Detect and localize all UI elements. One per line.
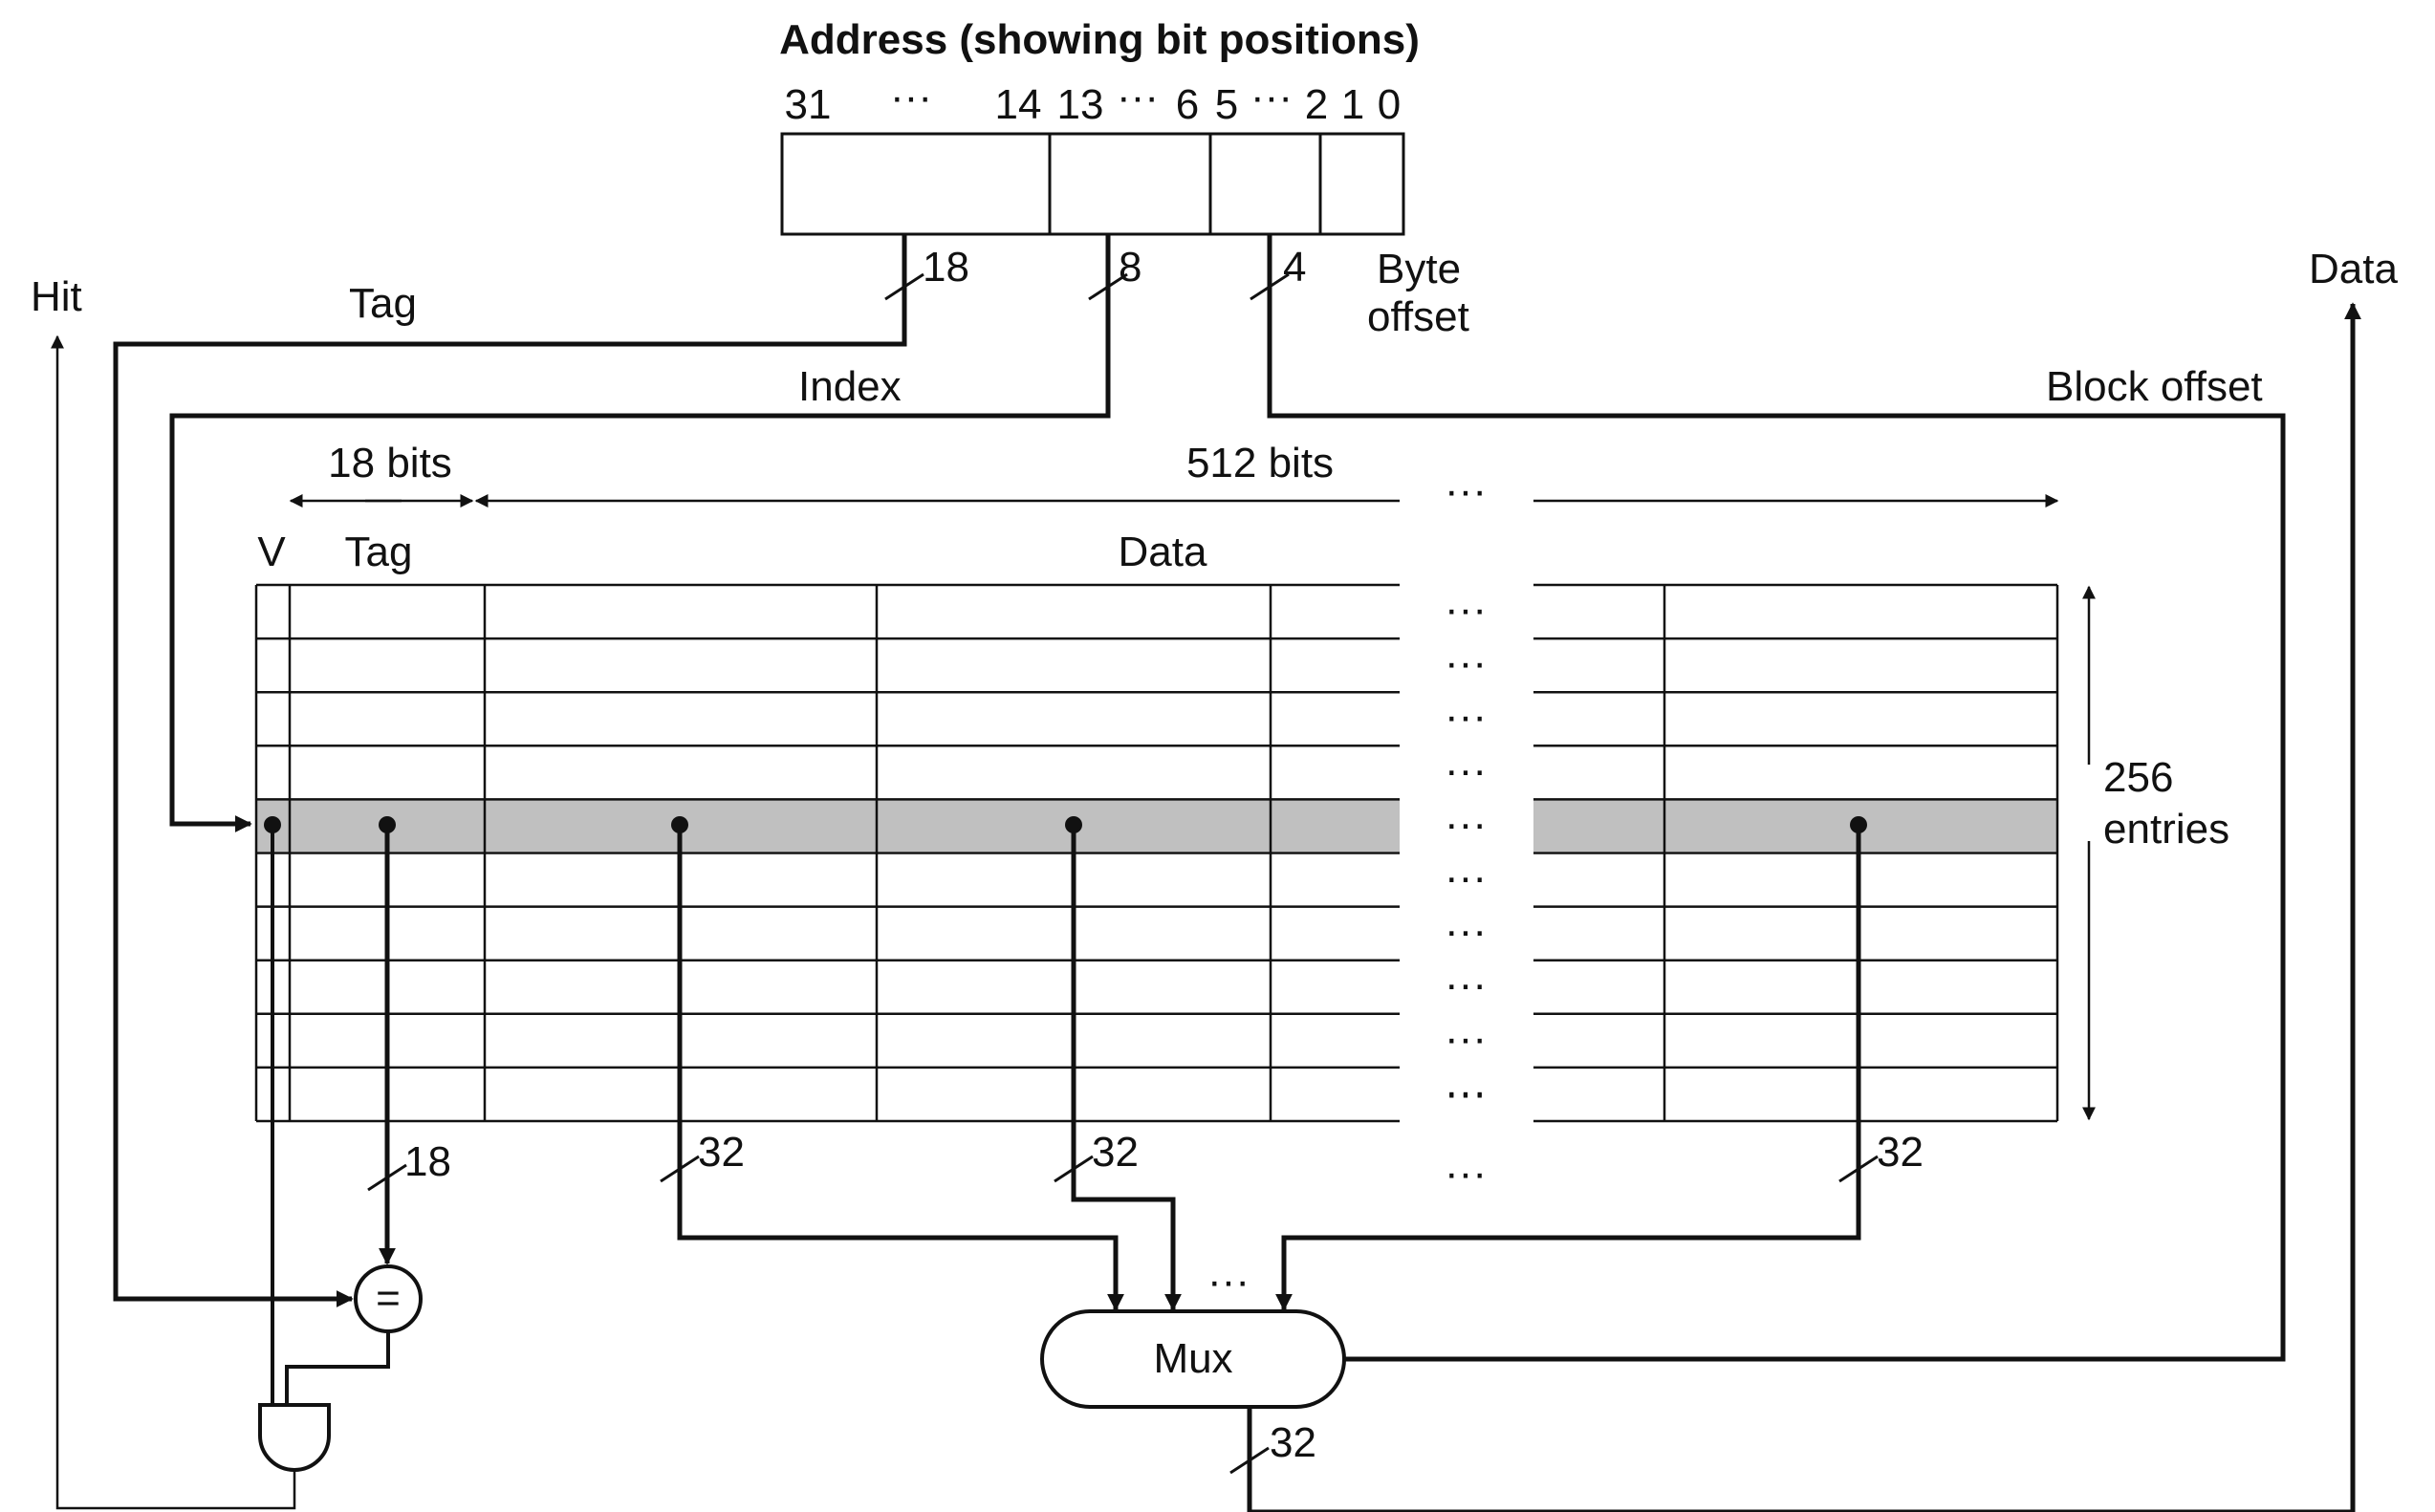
bit-dots-3: ···: [1250, 74, 1293, 120]
data-width-dimension: 512 bits: [1186, 440, 1334, 486]
bit-0: 0: [1378, 81, 1401, 128]
entries-count-label: 256: [2103, 754, 2173, 801]
byte-offset-label-1: Byte: [1377, 246, 1461, 292]
address-title: Address (showing bit positions): [779, 16, 1420, 63]
cache-table-rows: [256, 583, 2057, 1123]
row-ellipsis: ···: [1445, 1069, 1487, 1116]
row-ellipsis: ···: [1445, 1069, 1487, 1115]
tag-width-label: 18: [923, 244, 969, 291]
selected-row-highlight-right: [1533, 799, 2057, 852]
bit-6: 6: [1176, 81, 1199, 128]
mux-block: [1040, 1309, 1346, 1409]
row-ellipsis: ···: [1445, 908, 1487, 955]
tag-bus: [113, 234, 924, 1307]
data-out-label: Data: [2309, 246, 2398, 292]
tag-width-dimension: 18 bits: [328, 440, 452, 486]
hit-output: [51, 335, 296, 1510]
data-word-paths: [660, 816, 1879, 1311]
row-ellipsis: ···: [1445, 1015, 1487, 1062]
tag-label: Tag: [349, 280, 417, 327]
and-gate: [258, 1403, 331, 1472]
width-ellipsis: ···: [1445, 467, 1487, 514]
col-header-v: V: [257, 529, 286, 575]
entries-label: entries: [2103, 806, 2229, 853]
bit-14: 14: [995, 81, 1042, 128]
word-width-label-2: 32: [1092, 1129, 1139, 1176]
bit-1: 1: [1341, 81, 1364, 128]
row-ellipsis: ···: [1445, 854, 1487, 901]
block-width-label: 4: [1283, 244, 1306, 291]
byte-offset-label-2: offset: [1367, 293, 1469, 340]
row-ellipsis: ···: [1445, 746, 1487, 793]
index-bus: [169, 234, 1128, 832]
row-ellipsis: ···: [1445, 586, 1487, 633]
row-ellipsis-column: ·································: [1445, 586, 1487, 1116]
row-ellipsis: ···: [1445, 800, 1487, 847]
address-register: [780, 132, 1405, 236]
cache-table: ·································: [254, 583, 2059, 1123]
bit-2: 2: [1305, 81, 1328, 128]
selected-row-highlight-left: [256, 799, 1400, 852]
row-ellipsis: ···: [1445, 961, 1487, 1008]
tag-compare-path: [285, 816, 423, 1405]
tag-compare-width-label: 18: [404, 1138, 451, 1185]
row-ellipsis: ···: [1445, 639, 1487, 686]
bit-dots-2: ···: [1117, 74, 1159, 120]
block-offset-label: Block offset: [2046, 363, 2263, 410]
mux-input-ellipsis: ···: [1207, 1258, 1250, 1305]
word-ellipsis: ···: [1445, 1150, 1487, 1197]
word-width-label-3: 32: [1877, 1129, 1924, 1176]
cache-table-columns: [254, 585, 2059, 1121]
data-output: [1229, 302, 2361, 1512]
mux-label: Mux: [1153, 1335, 1232, 1382]
row-ellipsis: ···: [1445, 693, 1487, 740]
valid-bit-path: [264, 816, 281, 1405]
hit-label: Hit: [31, 273, 82, 320]
bit-5: 5: [1215, 81, 1238, 128]
col-header-data: Data: [1119, 529, 1207, 575]
bit-position-labels: 31 ··· 14 13 ··· 6 5 ··· 2 1 0: [785, 74, 1402, 128]
mux-out-width-label: 32: [1270, 1419, 1316, 1466]
bit-dots-1: ···: [890, 74, 932, 120]
bit-13: 13: [1057, 81, 1104, 128]
bit-31: 31: [785, 81, 832, 128]
index-label: Index: [798, 363, 902, 410]
block-offset-bus: [1250, 234, 2286, 1362]
index-width-label: 8: [1119, 244, 1141, 291]
col-header-tag: Tag: [345, 529, 413, 575]
comparator-symbol: =: [376, 1275, 401, 1322]
word-width-label-1: 32: [698, 1129, 745, 1176]
